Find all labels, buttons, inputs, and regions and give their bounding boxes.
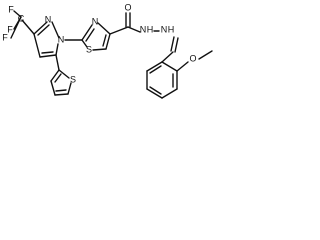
- atom-labels: F F F C N N S N S O N H N H O: [2, 2, 196, 84]
- bond-benzene-3-4: [161, 88, 178, 99]
- bond-pyrazole-n1-c5: [55, 43, 59, 56]
- bond-pyrazole-c4-c3: [33, 33, 41, 58]
- bond-thiazole-c4-c5-double: [102, 34, 107, 47]
- bond-thiophene-c5-c4-double: [55, 89, 67, 92]
- bond-c4-carbonyl-c: [109, 26, 129, 35]
- bond-thiazole-s1-c2: [81, 39, 88, 48]
- bond-benzene-6-1: [146, 61, 163, 72]
- bond-thiophene-c4-c3: [50, 80, 56, 96]
- bond-pyrazole-c3-n2: [33, 21, 48, 35]
- bond-pyrazole-c5-c4: [39, 54, 57, 58]
- bond-c5-thiophene-c2: [55, 54, 60, 71]
- bond-aryl-methoxy-o: [176, 61, 189, 72]
- bond-thiophene-s-c5: [67, 82, 72, 95]
- atom-n-hydrazone: N: [161, 24, 168, 34]
- bond-thiazole-c2-n3: [81, 24, 93, 41]
- atom-o-methoxy: O: [189, 53, 196, 63]
- bond-cf3-f-left: [10, 16, 22, 39]
- bonds: [10, 10, 213, 99]
- atom-s-thiophene: S: [70, 74, 76, 84]
- molecule-diagram: F F F C N N S N S O N H N H O: [2, 2, 213, 99]
- bond-benzene-6-1-inner: [149, 65, 162, 74]
- atom-c-cf3: C: [18, 13, 25, 23]
- structure-canvas: F F F C N N S N S O N H N H O: [0, 0, 230, 121]
- bond-thiophene-c3-c2: [50, 69, 60, 82]
- bond-ch-aryl: [161, 51, 174, 63]
- bond-thiazole-n3-c4: [97, 22, 111, 35]
- bond-benzene-4-5-inner: [149, 86, 162, 95]
- bond-n-ch: [170, 36, 175, 52]
- atom-f-top: F: [8, 4, 14, 14]
- atom-n-amide: N: [140, 24, 147, 34]
- bond-thiophene-c5-c4: [54, 93, 69, 96]
- bond-thiazole-c5-s1: [92, 48, 107, 51]
- atom-n-pyrazole-1: N: [58, 34, 65, 44]
- bond-cf3-ring: [21, 19, 35, 35]
- bond-cf3-f-top: [13, 10, 22, 18]
- atom-n-thiazole: N: [92, 16, 99, 26]
- bond-n-ch-double: [174, 37, 179, 53]
- bond-thiophene-c3-c2-double: [54, 73, 62, 83]
- atom-f-left: F: [2, 32, 8, 42]
- atom-s-thiazole: S: [86, 44, 92, 54]
- atom-h-hydrazone: H: [168, 24, 175, 34]
- bond-thiazole-c2-n3-double: [85, 28, 95, 42]
- bond-pyrazole-n2-n1: [51, 21, 60, 39]
- atom-f-mid: F: [7, 24, 13, 34]
- bond-benzene-4-5: [146, 88, 163, 99]
- bond-benzene-1-2: [161, 61, 178, 72]
- atom-h-amide: H: [147, 24, 154, 34]
- atom-o-carbonyl: O: [124, 2, 131, 12]
- bond-carbonyl-cn: [127, 26, 141, 33]
- atom-n-pyrazole-2: N: [45, 14, 52, 24]
- bond-thiophene-c2-s: [58, 69, 70, 79]
- bond-methoxy-o-ch3: [198, 50, 213, 60]
- bond-thiazole-c4-c5: [105, 33, 111, 50]
- bond-pyrazole-c3-n2-double: [37, 24, 50, 36]
- bond-pyrazole-c5-c4-double: [41, 51, 54, 54]
